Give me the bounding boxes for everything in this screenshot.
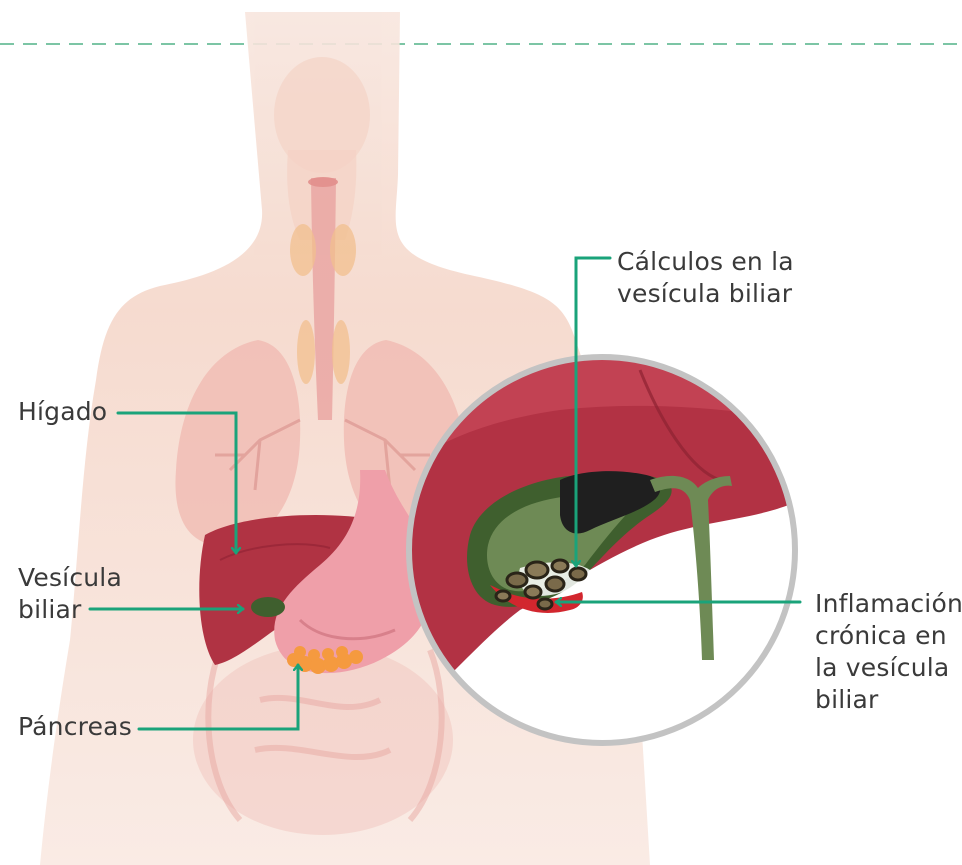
label-inflamacion: Inflamación crónica en la vesícula bilia… bbox=[815, 588, 962, 716]
label-higado: Hígado bbox=[18, 396, 107, 428]
label-vesicula-biliar: Vesícula biliar bbox=[18, 562, 122, 626]
label-pancreas: Páncreas bbox=[18, 711, 132, 743]
gallbladder-small bbox=[251, 597, 285, 617]
label-calculos: Cálculos en la vesícula biliar bbox=[617, 246, 794, 310]
